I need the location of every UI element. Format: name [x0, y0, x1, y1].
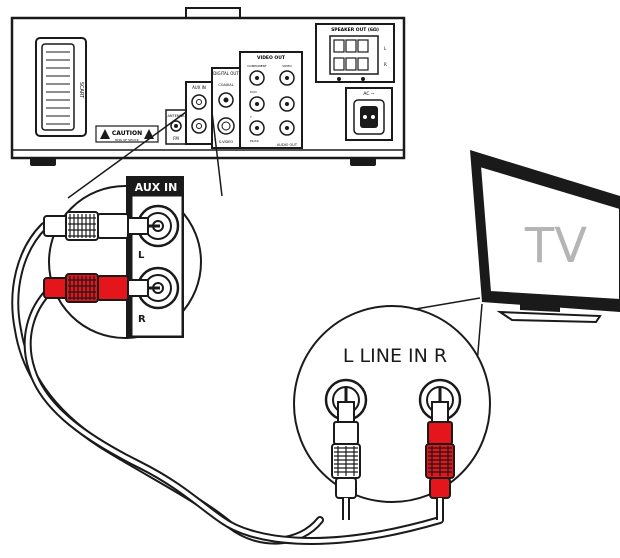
caution-plate: CAUTION RISK OF SHOCK [95, 125, 159, 143]
ac-label: AC ~ [363, 91, 375, 97]
scart-port[interactable]: SCART [35, 37, 87, 137]
aux-in-label: AUX IN [135, 181, 178, 194]
speaker-l-label: L [384, 46, 387, 51]
aux-right-label: R [138, 314, 146, 325]
audio-out-label: AUDIO OUT [277, 143, 298, 147]
caution-sub-label: RISK OF SHOCK [115, 138, 139, 142]
fm-label: FM [173, 136, 179, 141]
warning-icon [100, 129, 110, 139]
tv: TV [470, 150, 620, 324]
caution-label: CAUTION [112, 130, 142, 137]
foot [30, 158, 56, 166]
y-label: Y [250, 115, 252, 119]
fm-antenna-port[interactable]: ANTENNA FM [165, 109, 187, 145]
tv-right-rca-plug-red [425, 386, 455, 520]
video-out-label: VIDEO OUT [257, 55, 286, 61]
right-rca-plug-red [43, 273, 160, 303]
tv-left-rca-plug-white [331, 386, 361, 520]
component-label: COMPONENT [247, 64, 267, 68]
antenna-label: ANTENNA [168, 114, 186, 118]
foot [350, 158, 376, 166]
video-label: VIDEO [282, 64, 292, 68]
line-in-zoom: L LINE IN R [293, 305, 491, 520]
pr-label: Pr/Cr [250, 90, 258, 94]
tv-label: TV [524, 218, 587, 274]
scart-label: SCART [78, 82, 84, 99]
tv-stand [520, 304, 560, 312]
video-out-group[interactable]: VIDEO OUT COMPONENT VIDEO Pr/Cr Y Pb/Cb … [239, 51, 303, 149]
pb-label: Pb/Cb [250, 139, 259, 143]
line-in-label: L LINE IN R [343, 345, 447, 367]
speaker-out-label: SPEAKER OUT (6Ω) [331, 27, 379, 33]
digital-out-group[interactable]: DIGITAL OUT COAXIAL S-VIDEO [211, 67, 241, 149]
aux-in-port-small[interactable]: AUX IN [185, 81, 213, 145]
device-rear-panel: SCART CAUTION RISK OF SHOCK ANTENNA FM A… [10, 7, 406, 166]
speaker-out-group[interactable]: SPEAKER OUT (6Ω) L R [315, 23, 395, 83]
audio-cable [11, 222, 444, 545]
aux-in-small-label: AUX IN [192, 85, 206, 90]
speaker-r-label: R [384, 62, 387, 67]
aux-in-zoom: AUX IN L R [43, 176, 202, 339]
coaxial-label: COAXIAL [218, 83, 233, 87]
ac-power-socket[interactable]: AC ~ [345, 87, 393, 141]
digital-out-label: DIGITAL OUT [213, 71, 239, 76]
zoom-callout-lines [67, 111, 223, 199]
aux-left-label: L [138, 250, 145, 261]
left-rca-plug-white [43, 211, 160, 241]
s-video-label: S-VIDEO [219, 140, 234, 144]
